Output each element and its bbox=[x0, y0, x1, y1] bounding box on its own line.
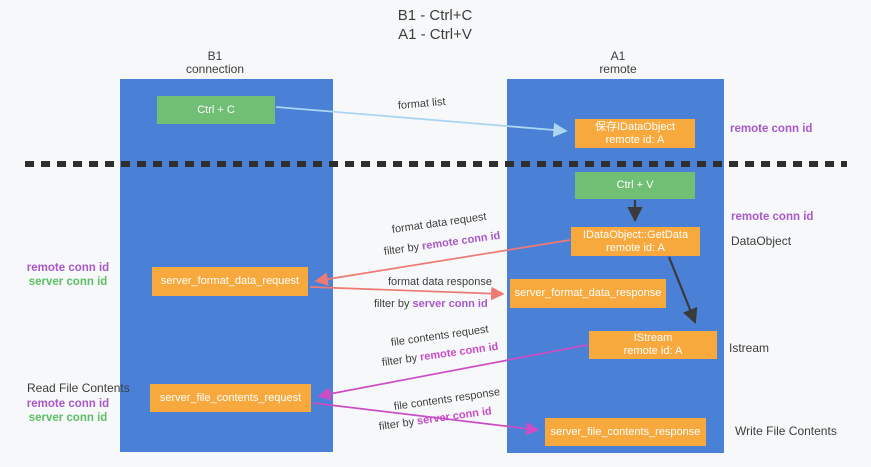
ctrl-v-label: Ctrl + V bbox=[616, 179, 654, 191]
save-idataobject-box[interactable]: 保存IDataObject remote id: A bbox=[575, 119, 695, 148]
title-line-2: A1 - Ctrl+V bbox=[398, 26, 472, 43]
server-file-contents-response-label: server_file_contents_response bbox=[550, 425, 701, 438]
format-data-request-label: format data request bbox=[391, 210, 488, 236]
format-data-response-filter-label: filter by server conn id bbox=[374, 298, 488, 310]
dataobject-label: DataObject bbox=[731, 234, 792, 248]
server-conn-id-key: server conn id bbox=[416, 405, 493, 428]
column-a1-subtitle: remote bbox=[599, 62, 637, 76]
filter-by-text: filter by bbox=[378, 415, 418, 433]
istream-line2: remote id: A bbox=[623, 345, 683, 357]
session-separator-line bbox=[25, 161, 847, 167]
column-b1-name: B1 bbox=[207, 49, 223, 63]
read-file-contents-label: Read File Contents bbox=[27, 381, 130, 395]
format-data-response-arrow bbox=[309, 286, 505, 301]
write-file-contents-label: Write File Contents bbox=[735, 424, 837, 438]
diagram-title: B1 - Ctrl+C A1 - Ctrl+V bbox=[300, 6, 570, 44]
idataobject-getdata-line1: IDataObject::GetData bbox=[582, 228, 689, 241]
istream-side-label: Istream bbox=[729, 341, 770, 355]
format-list-label: format list bbox=[397, 95, 447, 112]
ctrl-c-label: Ctrl + C bbox=[197, 103, 235, 116]
remote-conn-id-key: remote conn id bbox=[421, 229, 502, 253]
istream-box[interactable]: IStream remote id: A bbox=[589, 331, 717, 359]
server-file-contents-request-label: server_file_contents_request bbox=[159, 391, 302, 404]
remote-conn-id-key: remote conn id bbox=[419, 340, 500, 364]
filter-by-text: filter by bbox=[374, 298, 413, 310]
server-file-contents-request-box[interactable]: server_file_contents_request bbox=[150, 384, 311, 412]
format-data-response-label: format data response bbox=[388, 276, 492, 288]
idataobject-getdata-line2: remote id: A bbox=[606, 241, 665, 254]
left-remote-conn-id-label-2: remote conn id bbox=[26, 398, 110, 410]
server-format-data-request-box[interactable]: server_format_data_request bbox=[152, 267, 308, 296]
save-idataobject-line2: remote id: A bbox=[605, 133, 665, 146]
left-server-conn-id-label-2: server conn id bbox=[28, 412, 108, 424]
title-line-1: B1 - Ctrl+C bbox=[397, 7, 473, 24]
left-conn-id-block: remote conn id server conn id bbox=[16, 261, 120, 289]
server-format-data-response-box[interactable]: server_format_data_response bbox=[510, 279, 666, 308]
server-format-data-response-label: server_format_data_response bbox=[514, 287, 662, 299]
left-conn-id-block-2: remote conn id server conn id bbox=[16, 397, 120, 425]
column-header-a1: A1 remote bbox=[553, 50, 683, 76]
ctrl-c-box[interactable]: Ctrl + C bbox=[157, 96, 275, 124]
left-server-conn-id-label: server conn id bbox=[28, 276, 108, 288]
filter-by-text: filter by bbox=[381, 351, 421, 369]
idataobject-getdata-box[interactable]: IDataObject::GetData remote id: A bbox=[571, 227, 700, 256]
column-b1-subtitle: connection bbox=[185, 62, 245, 76]
right-remote-conn-id-label-1: remote conn id bbox=[730, 123, 813, 135]
ctrl-v-box[interactable]: Ctrl + V bbox=[575, 172, 695, 199]
column-header-b1: B1 connection bbox=[150, 50, 280, 76]
left-remote-conn-id-label: remote conn id bbox=[26, 262, 110, 274]
server-conn-id-key: server conn id bbox=[412, 298, 488, 310]
filter-by-text: filter by bbox=[383, 240, 423, 258]
server-file-contents-response-box[interactable]: server_file_contents_response bbox=[545, 418, 706, 446]
server-format-data-request-label: server_format_data_request bbox=[160, 275, 300, 287]
column-a1-name: A1 bbox=[610, 49, 626, 63]
right-remote-conn-id-label-2: remote conn id bbox=[731, 211, 814, 223]
save-idataobject-line1: 保存IDataObject bbox=[594, 120, 676, 133]
istream-line1: IStream bbox=[633, 332, 673, 344]
